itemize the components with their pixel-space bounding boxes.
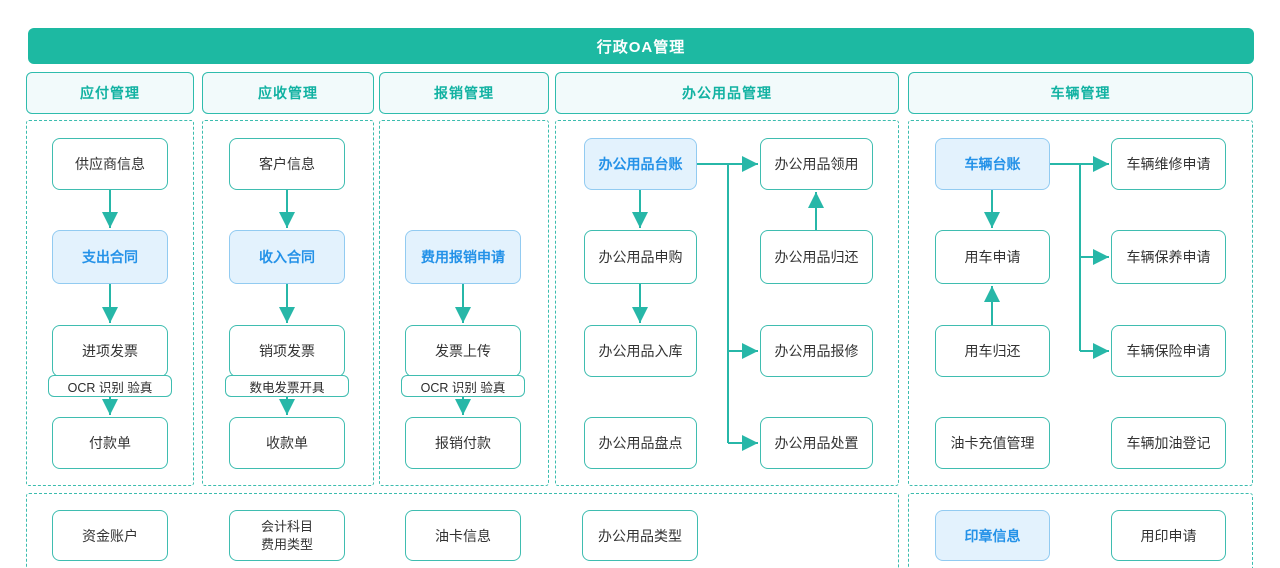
node-vehicle-use-apply: 用车申请 <box>935 230 1050 284</box>
node-label: 供应商信息 <box>75 156 145 172</box>
node-expense-claim-apply: 费用报销申请 <box>405 230 521 284</box>
section-header-vehicle: 车辆管理 <box>908 72 1253 114</box>
node-label: 车辆加油登记 <box>1126 435 1211 451</box>
node-label-line1: 会计科目 <box>260 518 313 534</box>
node-label: 办公用品台账 <box>598 156 683 172</box>
node-supplies-stocktake: 办公用品盘点 <box>584 417 697 469</box>
node-expense-contract: 支出合同 <box>52 230 168 284</box>
node-supplies-return: 办公用品归还 <box>760 230 873 284</box>
tag-ocr-verify-payable: OCR 识别 验真 <box>48 375 172 397</box>
node-invoice-upload: 发票上传 <box>405 325 521 377</box>
tag-digital-invoice-issue: 数电发票开具 <box>225 375 349 397</box>
node-claim-payment: 报销付款 <box>405 417 521 469</box>
section-header-label: 车辆管理 <box>1050 85 1111 101</box>
node-label: 车辆保养申请 <box>1126 249 1211 265</box>
node-output-invoice: 销项发票 <box>229 325 345 377</box>
node-supplies-purchase: 办公用品申购 <box>584 230 697 284</box>
frame-payable <box>26 120 194 486</box>
section-header-office-supplies: 办公用品管理 <box>555 72 899 114</box>
node-label: 付款单 <box>89 435 131 451</box>
node-label: 办公用品盘点 <box>598 435 683 451</box>
node-label: 发票上传 <box>435 343 491 359</box>
node-label: 办公用品处置 <box>774 435 859 451</box>
node-receipt-slip: 收款单 <box>229 417 345 469</box>
section-header-label: 报销管理 <box>434 85 494 101</box>
node-customer-info: 客户信息 <box>229 138 345 190</box>
node-label: 销项发票 <box>259 343 315 359</box>
tag-label: OCR 识别 验真 <box>67 380 153 395</box>
diagram-title-bar: 行政OA管理 <box>28 28 1254 64</box>
node-vehicle-maintain-apply: 车辆保养申请 <box>1111 230 1226 284</box>
section-header-payable: 应付管理 <box>26 72 194 114</box>
page-title: 行政OA管理 <box>596 38 686 56</box>
node-supplies-inbound: 办公用品入库 <box>584 325 697 377</box>
node-supplies-type: 办公用品类型 <box>582 510 698 561</box>
section-header-reimbursement: 报销管理 <box>379 72 549 114</box>
node-vehicle-use-return: 用车归还 <box>935 325 1050 377</box>
node-label: 办公用品类型 <box>598 527 682 544</box>
node-supplier-info: 供应商信息 <box>52 138 168 190</box>
node-label: 车辆保险申请 <box>1126 343 1211 359</box>
node-label: 资金账户 <box>82 527 138 544</box>
node-label: 报销付款 <box>435 435 491 451</box>
tag-ocr-verify-reimbursement: OCR 识别 验真 <box>401 375 525 397</box>
node-label: 用车申请 <box>964 249 1021 265</box>
node-vehicle-insurance-apply: 车辆保险申请 <box>1111 325 1226 377</box>
node-label: 车辆维修申请 <box>1126 156 1211 172</box>
node-label: 费用报销申请 <box>421 249 505 265</box>
frame-base-data-left <box>26 493 899 568</box>
node-label: 用车归还 <box>964 343 1021 359</box>
node-label: 进项发票 <box>82 343 138 359</box>
node-supplies-ledger: 办公用品台账 <box>584 138 697 190</box>
node-supplies-repair: 办公用品报修 <box>760 325 873 377</box>
node-label: 油卡充值管理 <box>950 435 1035 451</box>
node-input-invoice: 进项发票 <box>52 325 168 377</box>
section-header-label: 应收管理 <box>258 85 318 101</box>
node-seal-use-apply: 用印申请 <box>1111 510 1226 561</box>
node-income-contract: 收入合同 <box>229 230 345 284</box>
frame-vehicle <box>908 120 1253 486</box>
node-supplies-collect: 办公用品领用 <box>760 138 873 190</box>
node-supplies-dispose: 办公用品处置 <box>760 417 873 469</box>
node-vehicle-repair-apply: 车辆维修申请 <box>1111 138 1226 190</box>
frame-base-data-seal <box>908 493 1253 568</box>
node-vehicle-refuel-log: 车辆加油登记 <box>1111 417 1226 469</box>
node-label: 收入合同 <box>259 249 315 265</box>
node-label: 办公用品领用 <box>774 156 859 172</box>
tag-label: 数电发票开具 <box>249 380 325 395</box>
frame-reimbursement <box>379 120 549 486</box>
node-label: 印章信息 <box>964 527 1021 544</box>
node-payment-slip: 付款单 <box>52 417 168 469</box>
node-label: 办公用品入库 <box>598 343 683 359</box>
node-accounting-subject: 会计科目 费用类型 <box>229 510 345 561</box>
node-label-line2: 费用类型 <box>260 536 313 552</box>
node-label: 办公用品报修 <box>774 343 859 359</box>
section-header-label: 办公用品管理 <box>682 85 772 101</box>
node-label: 办公用品申购 <box>598 249 683 265</box>
frame-office-supplies <box>555 120 899 486</box>
node-label: 用印申请 <box>1140 527 1197 544</box>
node-label: 收款单 <box>266 435 308 451</box>
node-label: 支出合同 <box>82 249 138 265</box>
section-header-label: 应付管理 <box>80 85 140 101</box>
section-header-receivable: 应收管理 <box>202 72 374 114</box>
node-label: 客户信息 <box>259 156 315 172</box>
node-label: 办公用品归还 <box>774 249 859 265</box>
node-fund-account: 资金账户 <box>52 510 168 561</box>
node-label: 油卡信息 <box>435 527 491 544</box>
node-seal-info: 印章信息 <box>935 510 1050 561</box>
node-vehicle-ledger: 车辆台账 <box>935 138 1050 190</box>
node-fuel-card-info: 油卡信息 <box>405 510 521 561</box>
frame-receivable <box>202 120 374 486</box>
node-label: 车辆台账 <box>964 156 1021 172</box>
node-fuel-card-recharge: 油卡充值管理 <box>935 417 1050 469</box>
tag-label: OCR 识别 验真 <box>420 380 506 395</box>
